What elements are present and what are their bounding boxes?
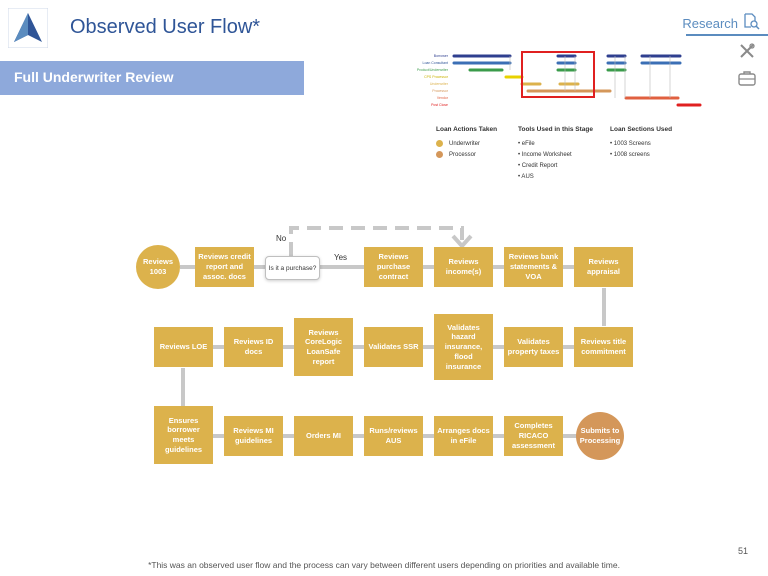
step-completes-ricaco: Completes RICACO assessment	[504, 416, 563, 456]
legend-item: Processor	[436, 149, 497, 160]
step-runs-aus: Runs/reviews AUS	[364, 416, 423, 456]
processor-dot-icon	[436, 151, 443, 158]
lane-label: Vendor	[437, 96, 449, 100]
lane-label: Borrower	[434, 54, 449, 58]
company-logo	[7, 7, 49, 49]
tool-item: • eFile	[518, 140, 535, 147]
tools-icon[interactable]	[738, 42, 756, 60]
branch-yes-label: Yes	[334, 253, 348, 262]
footnote: *This was an observed user flow and the …	[148, 560, 620, 570]
nav-underline	[686, 34, 768, 36]
step-validates-hazard: Validates hazard insurance, flood insura…	[434, 314, 493, 380]
page-title: Observed User Flow*	[70, 16, 261, 38]
research-label[interactable]: Research	[682, 16, 738, 31]
toolbox-icon[interactable]	[738, 70, 756, 86]
legend-actions: Loan Actions Taken Underwriter Processor	[436, 126, 497, 160]
end-node: Submits to Processing	[576, 412, 624, 460]
tool-item: • AUS	[518, 173, 534, 180]
legend-tools-title: Tools Used in this Stage	[518, 126, 594, 133]
section-band	[0, 61, 304, 95]
tool-item: • Credit Report	[518, 162, 558, 169]
stage-highlight	[521, 51, 595, 98]
research-nav[interactable]: Research	[682, 12, 760, 35]
step-reviews-purchase: Reviews purchase contract	[364, 247, 423, 287]
lane-label: Underwriter	[430, 82, 449, 86]
step-ensures-guidelines: Ensures borrower meets guidelines	[154, 406, 213, 464]
lane-label: Loan Consultant	[423, 61, 449, 65]
step-validates-tax: Validates property taxes	[504, 327, 563, 367]
step-orders-mi: Orders MI	[294, 416, 353, 456]
step-reviews-mi-guidelines: Reviews MI guidelines	[224, 416, 283, 456]
legend-tools: Tools Used in this Stage • eFile • Incom…	[518, 126, 593, 182]
legend-item-label: Processor	[449, 151, 477, 158]
step-reviews-title: Reviews title commitment	[574, 327, 633, 367]
section-item: • 1008 screens	[610, 151, 650, 158]
arrow-down-icon	[451, 234, 473, 249]
step-reviews-corelogic: Reviews CoreLogic LoanSafe report	[294, 318, 353, 376]
legend-sections-title: Loan Sections Used	[610, 126, 673, 133]
lane-label: CPS Processor	[424, 75, 449, 79]
section-item: • 1003 Screens	[610, 140, 651, 147]
swimlane-minimap: Borrower Loan Consultant Product/Underwr…	[410, 48, 710, 118]
legend-actions-title: Loan Actions Taken	[436, 126, 498, 133]
step-reviews-id: Reviews ID docs	[224, 327, 283, 367]
lane-label: Product/Underwriter	[417, 68, 449, 72]
step-validates-ssr: Validates SSR	[364, 327, 423, 367]
step-reviews-credit: Reviews credit report and assoc. docs	[195, 247, 254, 287]
underwriter-dot-icon	[436, 140, 443, 147]
lane-label: Processor	[432, 89, 449, 93]
step-reviews-bank: Reviews bank statements & VOA	[504, 247, 563, 287]
step-reviews-loe: Reviews LOE	[154, 327, 213, 367]
branch-no-label: No	[276, 234, 287, 243]
decision-is-purchase: Is it a purchase?	[265, 256, 320, 280]
step-arranges-efile: Arranges docs in eFile	[434, 416, 493, 456]
section-title: Full Underwriter Review	[14, 69, 174, 85]
tool-item: • Income Worksheet	[518, 151, 572, 158]
page-number: 51	[738, 546, 749, 556]
step-reviews-income: Reviews income(s)	[434, 247, 493, 287]
legend-item-label: Underwriter	[449, 140, 481, 147]
step-reviews-appraisal: Reviews appraisal	[574, 247, 633, 287]
legend-sections: Loan Sections Used • 1003 Screens • 1008…	[610, 126, 672, 160]
start-node: Reviews 1003	[136, 245, 180, 289]
document-search-icon[interactable]	[742, 12, 760, 35]
legend-item: Underwriter	[436, 138, 497, 149]
lane-label: Post Close	[431, 103, 448, 107]
